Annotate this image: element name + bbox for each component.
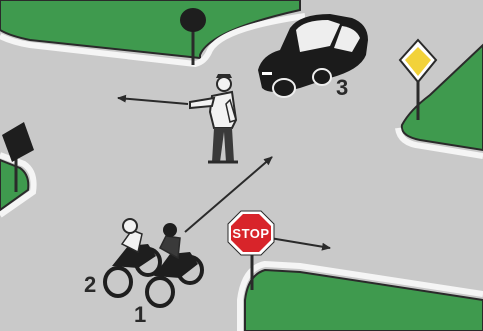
label-vehicle-2: 2: [84, 272, 96, 297]
label-vehicle-1: 1: [134, 302, 146, 327]
label-vehicle-3: 3: [336, 75, 348, 100]
stop-sign-text: STOP: [232, 226, 269, 241]
